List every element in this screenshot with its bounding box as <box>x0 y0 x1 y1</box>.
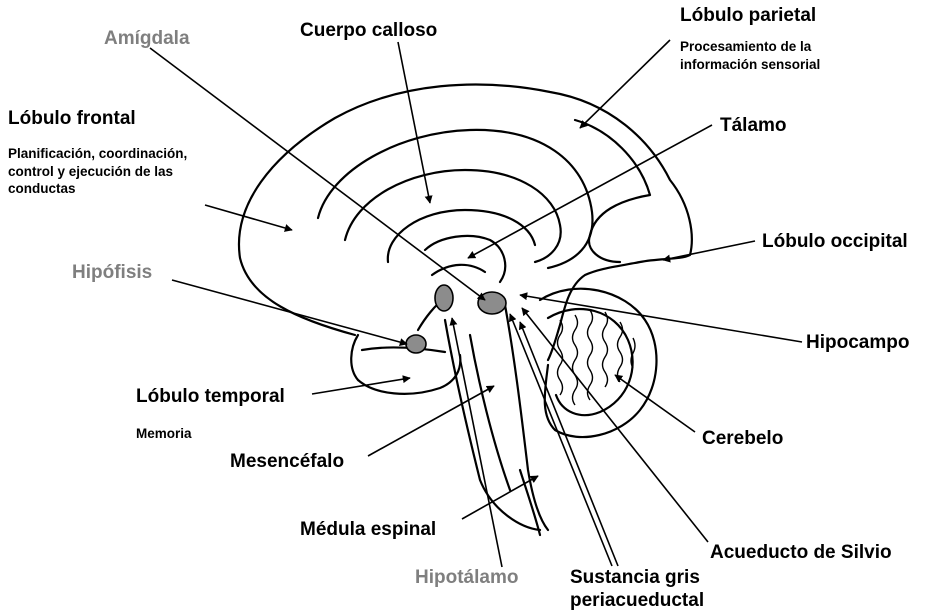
label-lobulo-parietal-desc: Procesamiento de la información sensoria… <box>680 38 820 73</box>
parietal-desc-line-1: Procesamiento de la <box>680 38 820 56</box>
parietal-desc-line-2: información sensorial <box>680 56 820 74</box>
label-lobulo-parietal: Lóbulo parietal <box>680 5 816 27</box>
label-medula-espinal: Médula espinal <box>300 519 436 541</box>
label-lobulo-frontal: Lóbulo frontal <box>8 108 136 130</box>
pointer-lobulo-parietal <box>580 40 670 128</box>
label-hipocampo: Hipocampo <box>806 332 909 354</box>
frontal-desc-line-1: Planificación, coordinación, <box>8 145 187 163</box>
temporal-lobe-inner <box>362 347 445 352</box>
pituitary-shape <box>406 335 426 353</box>
pointer-lobulo-temporal <box>312 378 410 394</box>
cortex-outline <box>239 85 692 360</box>
label-lobulo-frontal-desc: Planificación, coordinación, control y e… <box>8 145 187 198</box>
corpus-callosum-outer <box>318 130 592 268</box>
pointer-hipofisis <box>172 280 407 344</box>
sustancia-gris-line-2: periacueductal <box>570 589 704 612</box>
thalamus-region <box>425 236 505 282</box>
label-cerebelo: Cerebelo <box>702 428 783 450</box>
label-hipofisis: Hipófisis <box>72 262 152 284</box>
frontal-desc-line-2: control y ejecución de las <box>8 163 187 181</box>
label-sustancia-gris: Sustancia gris periacueductal <box>570 566 704 612</box>
amygdala-shape <box>478 292 506 314</box>
label-cuerpo-calloso: Cuerpo calloso <box>300 20 437 42</box>
sustancia-gris-line-1: Sustancia gris <box>570 566 704 589</box>
pointer-medula-espinal <box>462 476 538 519</box>
frontal-desc-line-3: conductas <box>8 180 187 198</box>
label-lobulo-occipital: Lóbulo occipital <box>762 231 908 253</box>
label-hipotalamo: Hipotálamo <box>415 567 518 589</box>
pointer-mesencefalo <box>368 386 494 456</box>
label-lobulo-temporal-desc: Memoria <box>136 425 192 443</box>
cerebellum-folia <box>558 310 636 405</box>
label-acueducto-silvio: Acueducto de Silvio <box>710 542 892 564</box>
label-talamo: Tálamo <box>720 115 787 137</box>
label-amigdala: Amígdala <box>104 28 190 50</box>
hypothalamus-shape <box>435 285 453 311</box>
label-mesencefalo: Mesencéfalo <box>230 451 344 473</box>
pointer-lobulo-frontal <box>205 205 292 230</box>
label-lobulo-temporal: Lóbulo temporal <box>136 386 285 408</box>
corpus-callosum-inner <box>345 170 561 262</box>
pointer-lobulo-occipital <box>663 241 755 260</box>
